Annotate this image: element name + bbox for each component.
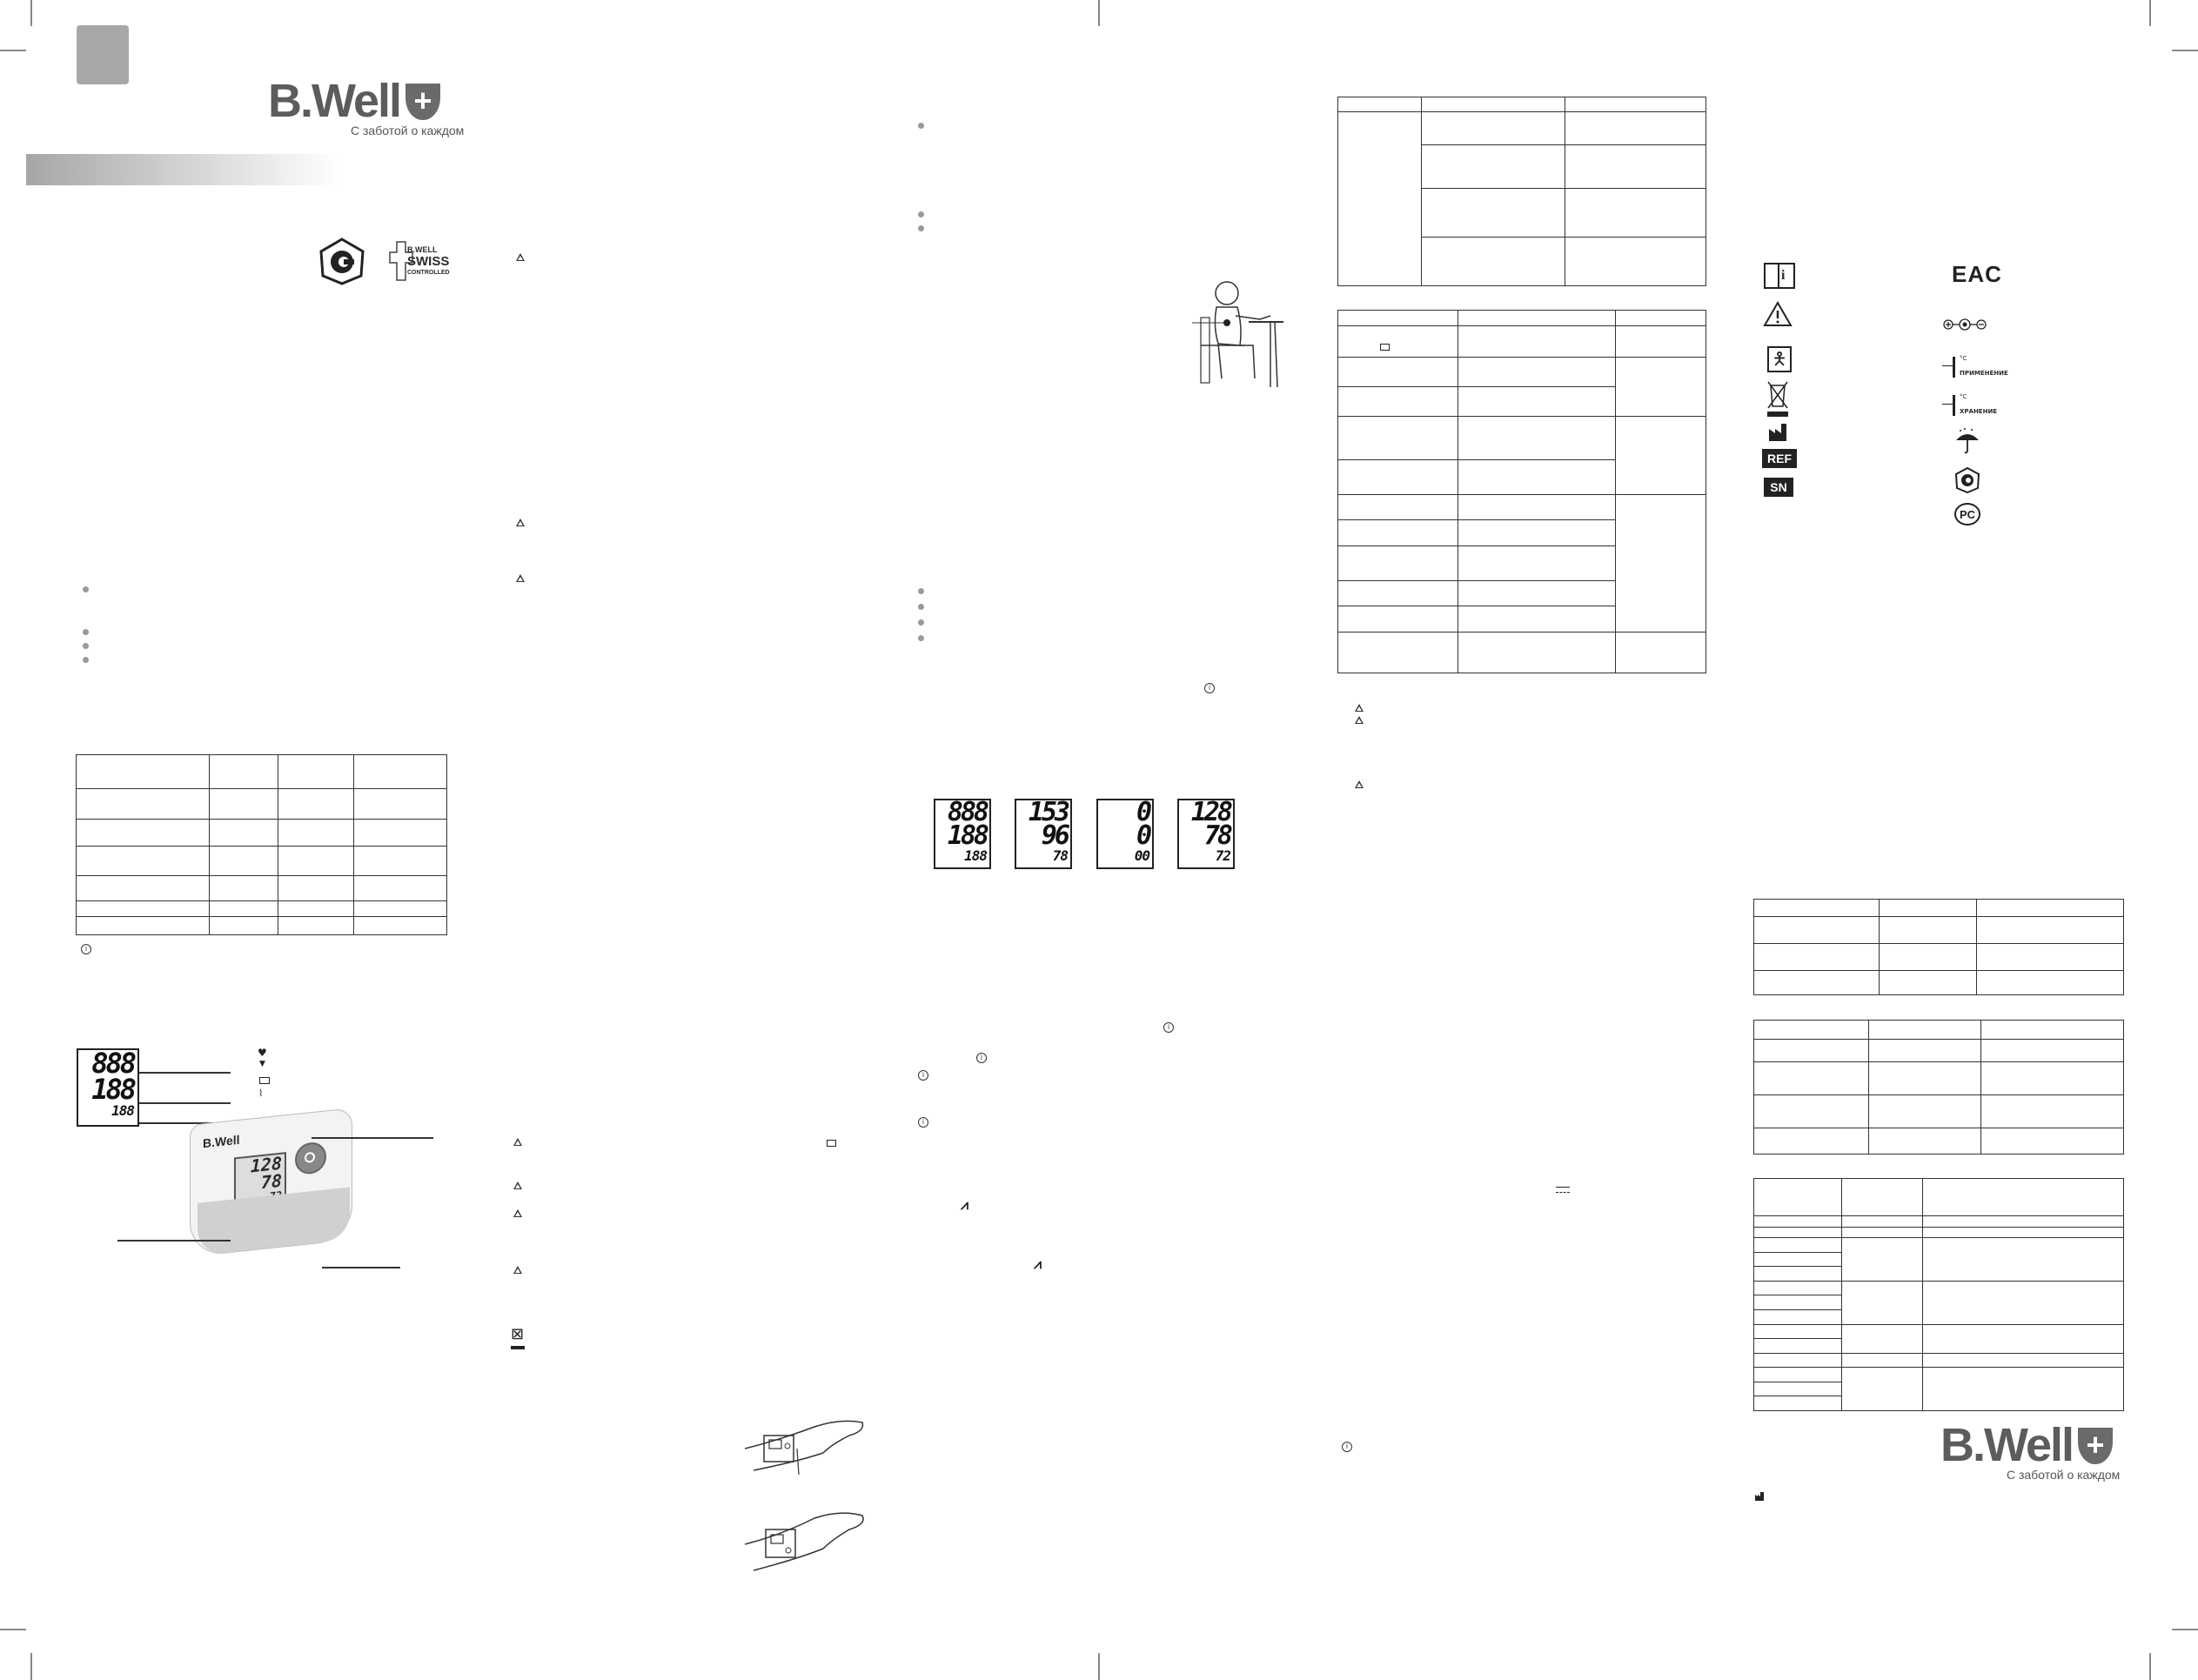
lcd-screen-reading: 153 96 78 [1015,799,1072,869]
cross-icon: + [405,84,441,120]
instructions-book-icon: i [1764,263,1795,289]
crop-mark [30,1653,32,1680]
warning-icon [513,1138,522,1146]
bullet [918,604,924,610]
manufacturer-icon [1755,1492,1764,1501]
eac-mark-icon: EAC [1952,261,2002,287]
serial-number-icon: SN [1764,478,1793,497]
swiss-controlled-badge: B.WELL SWISS CONTROLLED [388,240,450,282]
crop-mark [2149,1653,2151,1680]
leader-line [139,1122,231,1124]
crop-mark [0,1629,26,1630]
crop-mark [1098,0,1100,26]
crop-mark [2172,1629,2198,1630]
battery-icon [827,1140,836,1147]
info-icon: i [918,1070,928,1081]
brand-tagline: С заботой о каждом [2007,1468,2121,1482]
weee-bin-icon: ⊠ [511,1325,525,1343]
temperature-storage-icon: °C ХРАНЕНИЕ [1940,393,2010,419]
warning-icon [516,253,525,261]
error-codes-table [1337,309,1706,673]
bullet [918,211,924,218]
leader-line [117,1240,231,1242]
battery-icon [1379,343,1390,351]
bullet [83,643,89,649]
info-icon: i [1163,1022,1174,1033]
warning-icon [513,1209,522,1217]
weee-disposal-icon [1767,381,1788,417]
seated-measurement-illustration [1192,281,1283,388]
accuracy-table [1753,899,2124,995]
info-icon: i [1204,683,1215,693]
lcd-screen-all-segments: 888 188 188 [934,799,991,869]
crop-mark [30,0,32,26]
bullet [83,586,89,592]
certification-seal-icon [319,238,365,285]
leader-line [312,1137,433,1139]
warning-icon [1355,716,1364,724]
warning-icon [1355,704,1364,712]
info-icon: i [976,1053,987,1063]
power-button[interactable] [295,1141,326,1176]
gradient-header-bar [26,154,339,185]
heart-icon: ♥ [258,1047,267,1059]
bullet [918,619,924,626]
pulse-wave-icon: ⩘ [1034,1255,1042,1272]
pulse-wave-icon: ⩘ [961,1196,969,1213]
cross-icon: + [2078,1428,2114,1464]
display-legend-lcd: 888 188 188 [77,1048,139,1127]
warning-icon [1355,780,1364,788]
temperature-use-icon: °C ПРИМЕНЕНИЕ [1940,355,2010,381]
bullet [918,123,924,129]
dc-current-icon [1556,1187,1570,1193]
lcd-screen-result: 128 78 72 [1177,799,1235,869]
gray-square-marker [77,25,129,84]
info-icon: i [1342,1442,1352,1452]
wrist-cuff-illustration [745,1420,864,1475]
warning-icon [513,1266,522,1274]
lcd-screen-zero: 0 0 00 [1096,799,1154,869]
info-icon: i [918,1117,928,1128]
leader-line [139,1102,231,1104]
bullet [918,588,924,594]
warning-icon [516,519,525,526]
bullet [83,629,89,635]
crop-mark [2149,0,2151,26]
arrow-down-icon: ▼ [259,1060,265,1068]
warning-icon [516,574,525,582]
battery-icon [259,1077,270,1084]
emc-table [1753,1177,2124,1411]
svg-text:PC: PC [1960,508,1976,521]
bullet [918,225,924,231]
device-base [198,1187,350,1255]
certification-seal-icon [1954,467,1980,493]
weee-bar-icon [511,1346,525,1349]
spec-table [76,754,447,935]
crop-mark [2172,50,2198,51]
keep-dry-umbrella-icon [1956,428,1979,454]
brand-logo: B.Well+ [1940,1418,2114,1472]
troubleshooting-table [1337,97,1706,286]
bullet [918,635,924,641]
wrist-cuff-illustration [745,1512,864,1571]
rostest-mark-icon: PC [1954,503,1980,525]
pulse-wave-icon: ⌇ [258,1088,264,1099]
type-bf-part-icon: 🯅 [1767,346,1792,372]
info-icon: i [81,944,91,954]
specs-table-2 [1753,1020,2124,1155]
manufacturer-icon [1769,424,1786,441]
crop-mark [0,50,26,51]
warning-icon [513,1181,522,1189]
bullet [83,657,89,663]
wrist-monitor-device: B.Well 128 78 72 [190,1108,352,1257]
brand-logo: B.Well+ [268,74,441,128]
ref-catalogue-icon: REF [1762,449,1797,468]
warning-triangle-icon [1763,301,1793,326]
leader-line [322,1267,400,1268]
brand-tagline: С заботой о каждом [351,124,465,137]
leader-line [139,1072,231,1074]
swiss-cross-icon [389,241,413,281]
crop-mark [1098,1653,1100,1680]
dc-polarity-icon [1943,318,1987,331]
